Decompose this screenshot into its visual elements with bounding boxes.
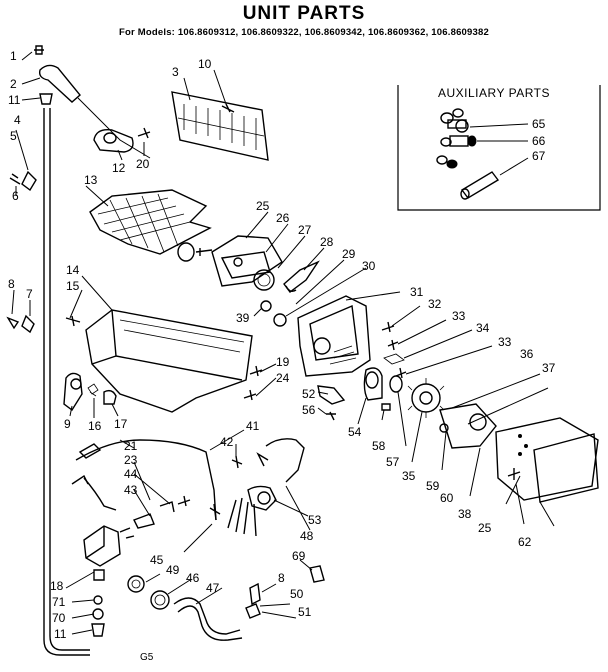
callout-9: 9 [64, 417, 71, 431]
callout-67: 67 [532, 149, 546, 163]
callout-62: 62 [518, 535, 532, 549]
callout-20: 20 [136, 157, 150, 171]
fill-tube-assembly [6, 45, 151, 656]
ice-ejector-housing [65, 275, 277, 413]
callout-37: 37 [542, 361, 556, 375]
callout-60: 60 [440, 491, 454, 505]
power-cord [183, 438, 311, 553]
callout-6: 6 [12, 189, 19, 203]
callout-50: 50 [290, 587, 304, 601]
auxiliary-part-66 [440, 135, 528, 147]
callout-8b: 8 [278, 571, 285, 585]
callout-25: 25 [256, 199, 270, 213]
callout-12: 12 [112, 161, 126, 175]
wire-harness [71, 429, 245, 529]
callout-38: 38 [458, 507, 472, 521]
callout-46: 46 [186, 571, 200, 585]
callout-21: 21 [124, 439, 138, 453]
shutoff-arm [93, 127, 151, 161]
lever-assembly [63, 372, 119, 418]
callout-57: 57 [386, 455, 400, 469]
callout-53: 53 [308, 513, 322, 527]
ice-mold [85, 185, 212, 262]
callout-18: 18 [50, 579, 64, 593]
callout-labels: 1 2 11 4 5 6 3 10 12 20 13 25 26 27 28 2… [8, 49, 556, 641]
callout-7: 7 [26, 287, 33, 301]
callout-19: 19 [276, 355, 290, 369]
callout-58: 58 [372, 439, 386, 453]
callout-47: 47 [206, 581, 220, 595]
diagram-title: UNIT PARTS [242, 3, 366, 24]
callout-34: 34 [476, 321, 490, 335]
callout-13: 13 [84, 173, 98, 187]
motor-housing [273, 267, 493, 379]
callout-24: 24 [276, 371, 290, 385]
callout-59: 59 [426, 479, 440, 493]
callout-10: 10 [198, 57, 212, 71]
callout-56: 56 [302, 403, 316, 417]
callout-41: 41 [246, 419, 260, 433]
callout-42: 42 [220, 435, 234, 449]
lower-fittings [127, 559, 325, 641]
callout-33: 33 [452, 309, 466, 323]
callout-45: 45 [150, 553, 164, 567]
timer-and-cover [439, 373, 599, 527]
callout-27: 27 [298, 223, 312, 237]
callout-14: 14 [66, 263, 80, 277]
callout-3: 3 [172, 65, 179, 79]
callout-29: 29 [342, 247, 356, 261]
callout-39: 39 [236, 311, 250, 325]
callout-71: 71 [52, 595, 66, 609]
diagram-code: G5 [140, 652, 154, 663]
callout-28: 28 [320, 235, 334, 249]
callout-16: 16 [88, 419, 102, 433]
callout-4: 4 [14, 113, 21, 127]
callout-1: 1 [10, 49, 17, 63]
switch-and-gear-parts [317, 367, 445, 463]
callout-11: 11 [8, 93, 21, 107]
callout-15: 15 [66, 279, 80, 293]
callout-70: 70 [52, 611, 66, 625]
mold-motor-assembly [195, 211, 345, 317]
callout-51: 51 [298, 605, 312, 619]
callout-31: 31 [410, 285, 424, 299]
callout-49: 49 [166, 563, 180, 577]
water-valve [65, 525, 135, 637]
callout-35: 35 [402, 469, 416, 483]
callout-52: 52 [302, 387, 316, 401]
callout-17: 17 [114, 417, 128, 431]
callout-54: 54 [348, 425, 362, 439]
auxiliary-part-67 [436, 155, 529, 200]
callout-8: 8 [8, 277, 15, 291]
callout-11b: 11 [54, 627, 67, 641]
emitter-heater [171, 69, 269, 161]
callout-48: 48 [300, 529, 314, 543]
callout-33b: 33 [498, 335, 512, 349]
callout-69: 69 [292, 549, 306, 563]
callout-30: 30 [362, 259, 376, 273]
callout-32: 32 [428, 297, 442, 311]
model-numbers: For Models: 106.8609312, 106.8609322, 10… [119, 27, 489, 38]
auxiliary-parts-title: AUXILIARY PARTS [438, 86, 550, 100]
callout-44: 44 [124, 467, 138, 481]
callout-65: 65 [532, 117, 546, 131]
callout-66: 66 [532, 134, 546, 148]
auxiliary-parts-box [397, 85, 601, 211]
callout-36: 36 [520, 347, 534, 361]
callout-25b: 25 [478, 521, 492, 535]
callout-26: 26 [276, 211, 290, 225]
callout-23: 23 [124, 453, 138, 467]
auxiliary-part-65 [440, 108, 529, 133]
callout-43: 43 [124, 483, 138, 497]
callout-2: 2 [10, 77, 17, 91]
callout-5: 5 [10, 129, 17, 143]
